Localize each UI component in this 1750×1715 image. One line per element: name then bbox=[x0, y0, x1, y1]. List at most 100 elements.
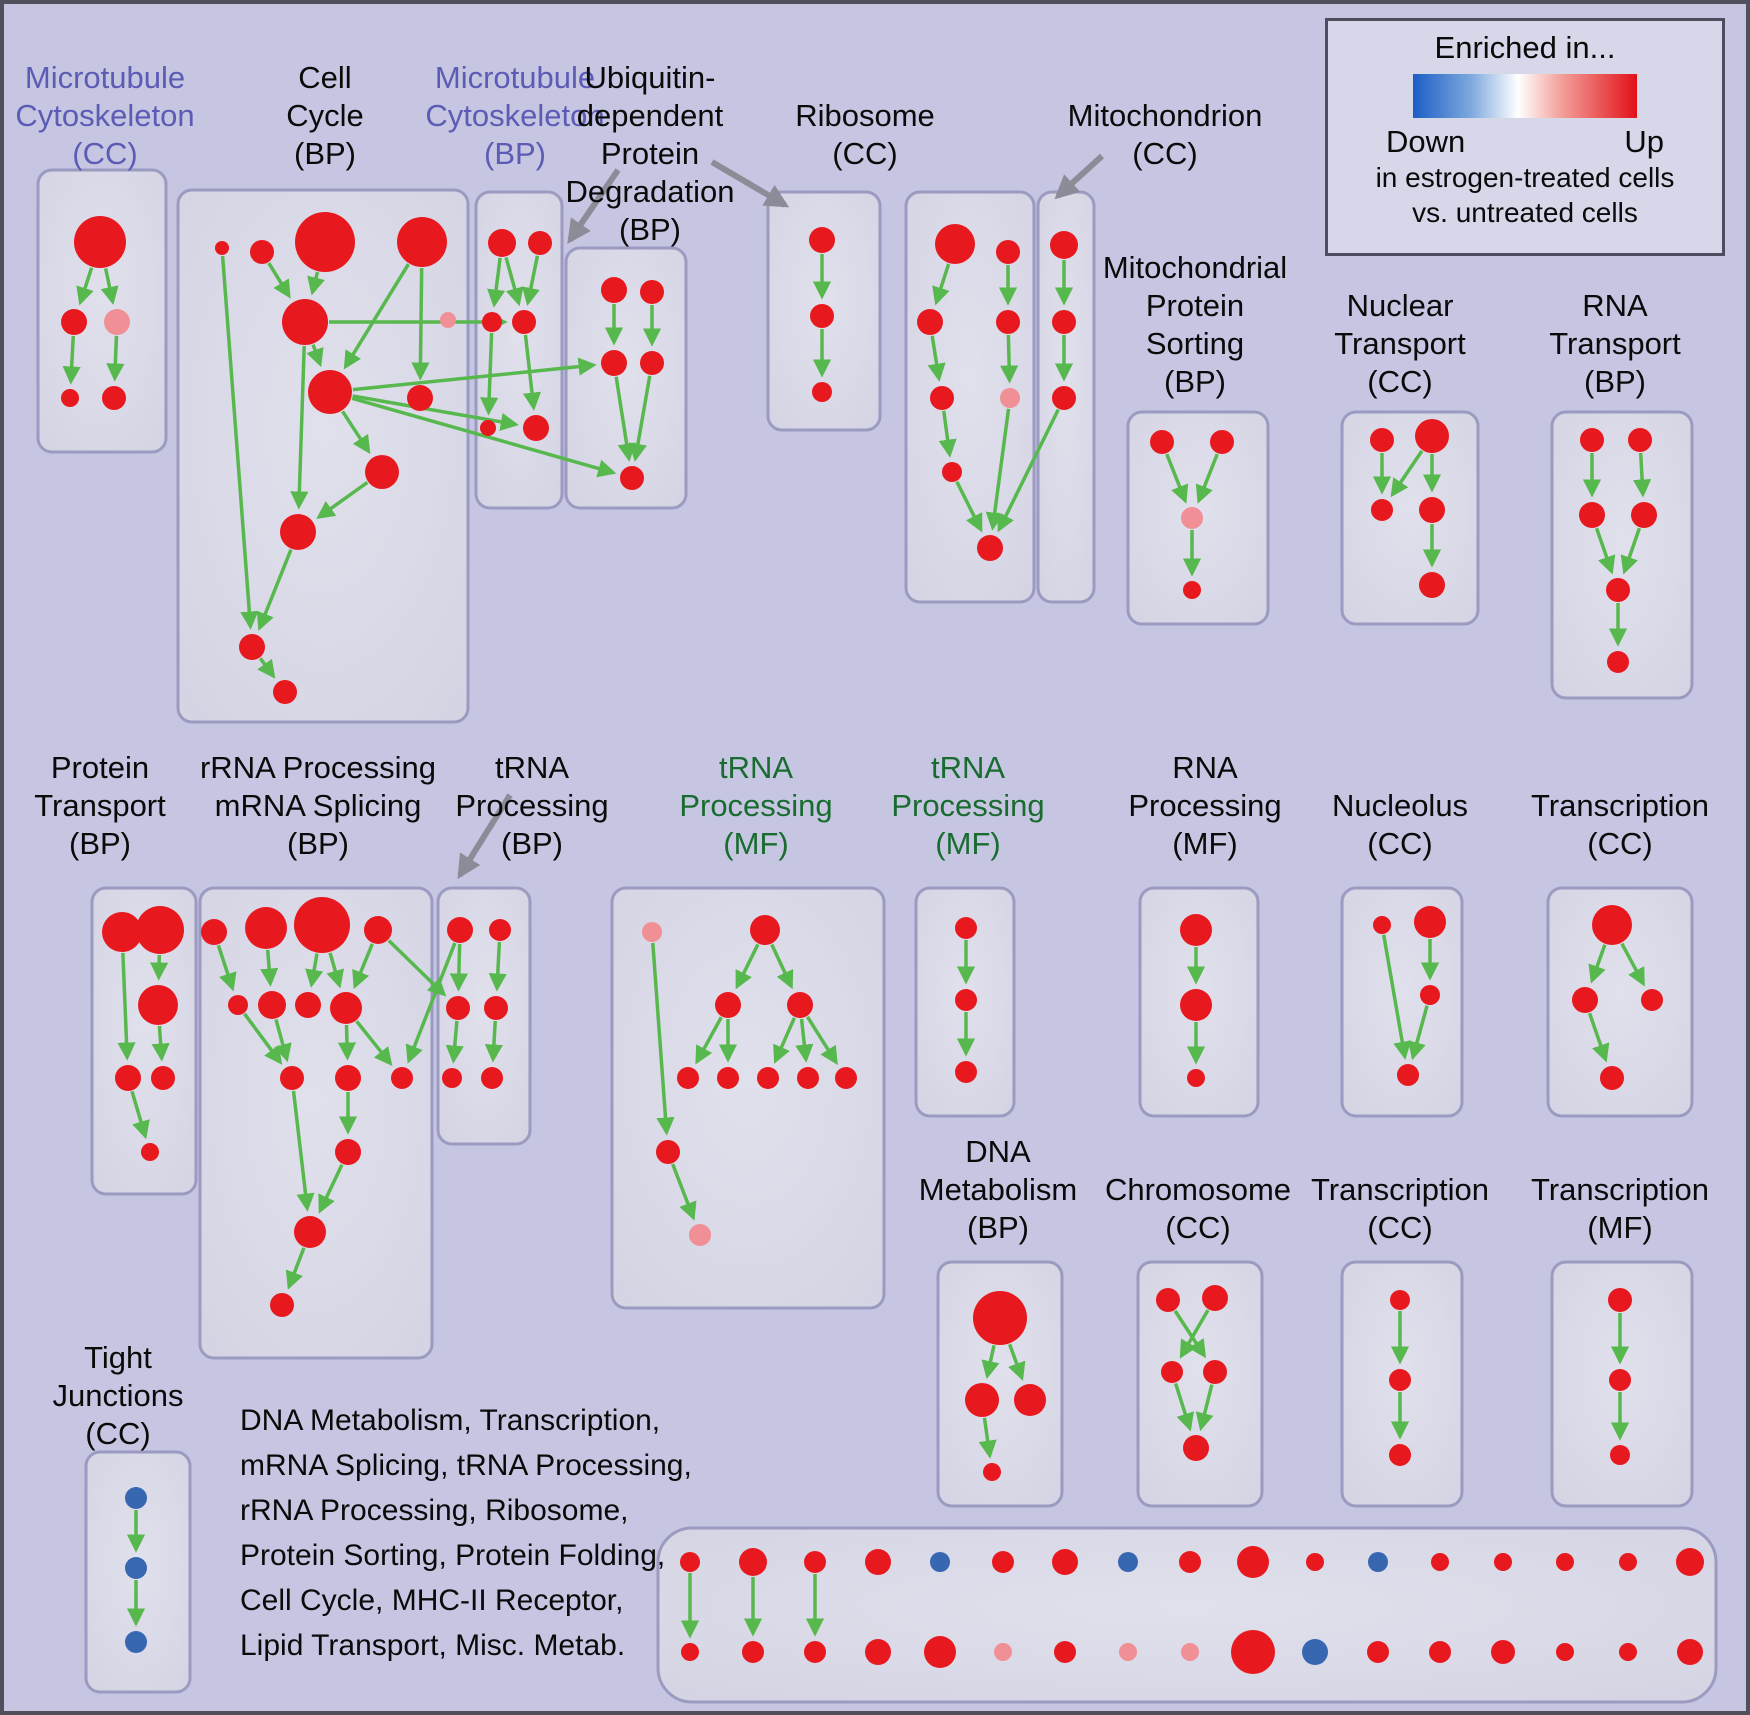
edge-arrow bbox=[352, 357, 597, 392]
go-term-node-blue bbox=[1368, 1552, 1388, 1572]
go-term-node-pink bbox=[642, 922, 662, 942]
go-term-node-red bbox=[835, 1067, 857, 1089]
edge-arrow bbox=[290, 345, 309, 510]
go-term-node-red bbox=[992, 1551, 1014, 1573]
go-term-node-red bbox=[1054, 1641, 1076, 1663]
edge-arrow bbox=[1000, 334, 1019, 384]
go-term-node-red bbox=[1202, 1285, 1228, 1311]
go-term-node-red bbox=[935, 224, 975, 264]
edge-arrow bbox=[260, 949, 279, 987]
edge-arrow bbox=[770, 943, 794, 990]
go-term-node-red bbox=[942, 462, 962, 482]
edge-arrow bbox=[1620, 942, 1645, 987]
edge-arrow bbox=[488, 941, 507, 992]
go-term-node-red bbox=[1592, 905, 1632, 945]
edge-arrow bbox=[355, 1020, 393, 1067]
cluster-label-nucleolus-cc: Nucleolus(CC) bbox=[1332, 788, 1468, 861]
go-term-node-red bbox=[1431, 1553, 1449, 1571]
edges-layer bbox=[62, 254, 1652, 1639]
edge-arrow bbox=[318, 1163, 344, 1214]
label-pointer-arrow bbox=[1054, 153, 1105, 200]
edge-arrow bbox=[130, 1090, 150, 1140]
edge-arrow bbox=[1195, 453, 1219, 504]
edge-arrow bbox=[257, 657, 276, 679]
go-term-node-red bbox=[528, 231, 552, 255]
go-term-node-blue bbox=[1118, 1552, 1138, 1572]
go-term-node-red bbox=[201, 919, 227, 945]
go-term-node-red bbox=[1397, 1064, 1419, 1086]
go-term-node-red bbox=[280, 514, 316, 550]
edge-arrow bbox=[351, 396, 617, 478]
go-term-node-red bbox=[280, 1066, 304, 1090]
edge-arrow bbox=[106, 335, 125, 382]
go-term-node-pink bbox=[1181, 507, 1203, 529]
go-term-node-red bbox=[330, 992, 362, 1024]
edge-arrow bbox=[1588, 944, 1607, 984]
misc-categories-line: DNA Metabolism, Transcription, bbox=[240, 1404, 661, 1437]
go-term-node-red bbox=[250, 240, 274, 264]
go-term-node-red bbox=[717, 1067, 739, 1089]
edge-arrow bbox=[76, 267, 94, 306]
edge-arrow bbox=[352, 394, 519, 431]
edge-arrow bbox=[927, 335, 946, 382]
legend-down-label: Down bbox=[1386, 124, 1466, 159]
go-term-node-red bbox=[955, 1061, 977, 1083]
cluster-label-transcription-cc-1: Transcription(CC) bbox=[1531, 788, 1709, 861]
go-term-node-red bbox=[1641, 989, 1663, 1011]
go-term-node-red bbox=[917, 309, 943, 335]
go-term-node-red bbox=[977, 535, 1003, 561]
go-term-node-red bbox=[804, 1551, 826, 1573]
go-term-node-red bbox=[215, 241, 229, 255]
legend-box: Enriched in... Down Up in estrogen-treat… bbox=[1325, 18, 1725, 256]
go-term-node-red bbox=[750, 915, 780, 945]
go-term-node-red bbox=[151, 1066, 175, 1090]
go-term-node-blue bbox=[125, 1557, 147, 1579]
edge-arrow bbox=[100, 268, 119, 306]
misc-categories-line: Protein Sorting, Protein Folding, bbox=[240, 1539, 666, 1572]
go-term-node-red bbox=[1419, 572, 1445, 598]
edge-arrow bbox=[305, 953, 324, 988]
go-term-node-red bbox=[407, 385, 433, 411]
label-pointer-arrow bbox=[567, 168, 621, 244]
go-term-node-red bbox=[480, 420, 496, 436]
go-term-node-blue bbox=[1302, 1639, 1328, 1665]
legend-updown-row: Down Up bbox=[1328, 118, 1722, 160]
go-term-node-red bbox=[973, 1291, 1027, 1345]
go-term-node-red bbox=[1628, 428, 1652, 452]
edge-arrow bbox=[1390, 449, 1424, 498]
go-term-node-red bbox=[640, 280, 664, 304]
go-term-node-red bbox=[1180, 914, 1212, 946]
edge-arrow bbox=[220, 255, 259, 630]
cluster-box-nuclear-transport-cc bbox=[1340, 410, 1480, 626]
go-term-node-red bbox=[228, 995, 248, 1015]
go-term-node-red bbox=[797, 1067, 819, 1089]
edge-arrow bbox=[387, 939, 447, 997]
cluster-box-dna-metabolism-bp bbox=[936, 1260, 1064, 1508]
edge-arrow bbox=[1195, 1384, 1214, 1432]
edge-arrow bbox=[997, 408, 1060, 533]
go-term-node-red bbox=[512, 310, 536, 334]
go-term-node-pink bbox=[689, 1224, 711, 1246]
go-term-node-red bbox=[1371, 499, 1393, 521]
cluster-box-nucleolus-cc bbox=[1340, 886, 1464, 1118]
edge-arrow bbox=[307, 271, 325, 296]
cluster-box-misc-metabolism bbox=[656, 1526, 1718, 1704]
go-term-node-red bbox=[955, 989, 977, 1011]
annotation-arrows-layer bbox=[457, 153, 1105, 880]
go-term-node-red bbox=[1580, 428, 1604, 452]
edge-arrow bbox=[267, 262, 291, 299]
edge-arrow bbox=[1408, 1005, 1429, 1061]
go-term-node-red bbox=[481, 1067, 503, 1089]
label-pointer-arrow bbox=[710, 159, 790, 208]
go-term-node-red bbox=[335, 1065, 361, 1091]
go-term-node-red bbox=[294, 897, 350, 953]
